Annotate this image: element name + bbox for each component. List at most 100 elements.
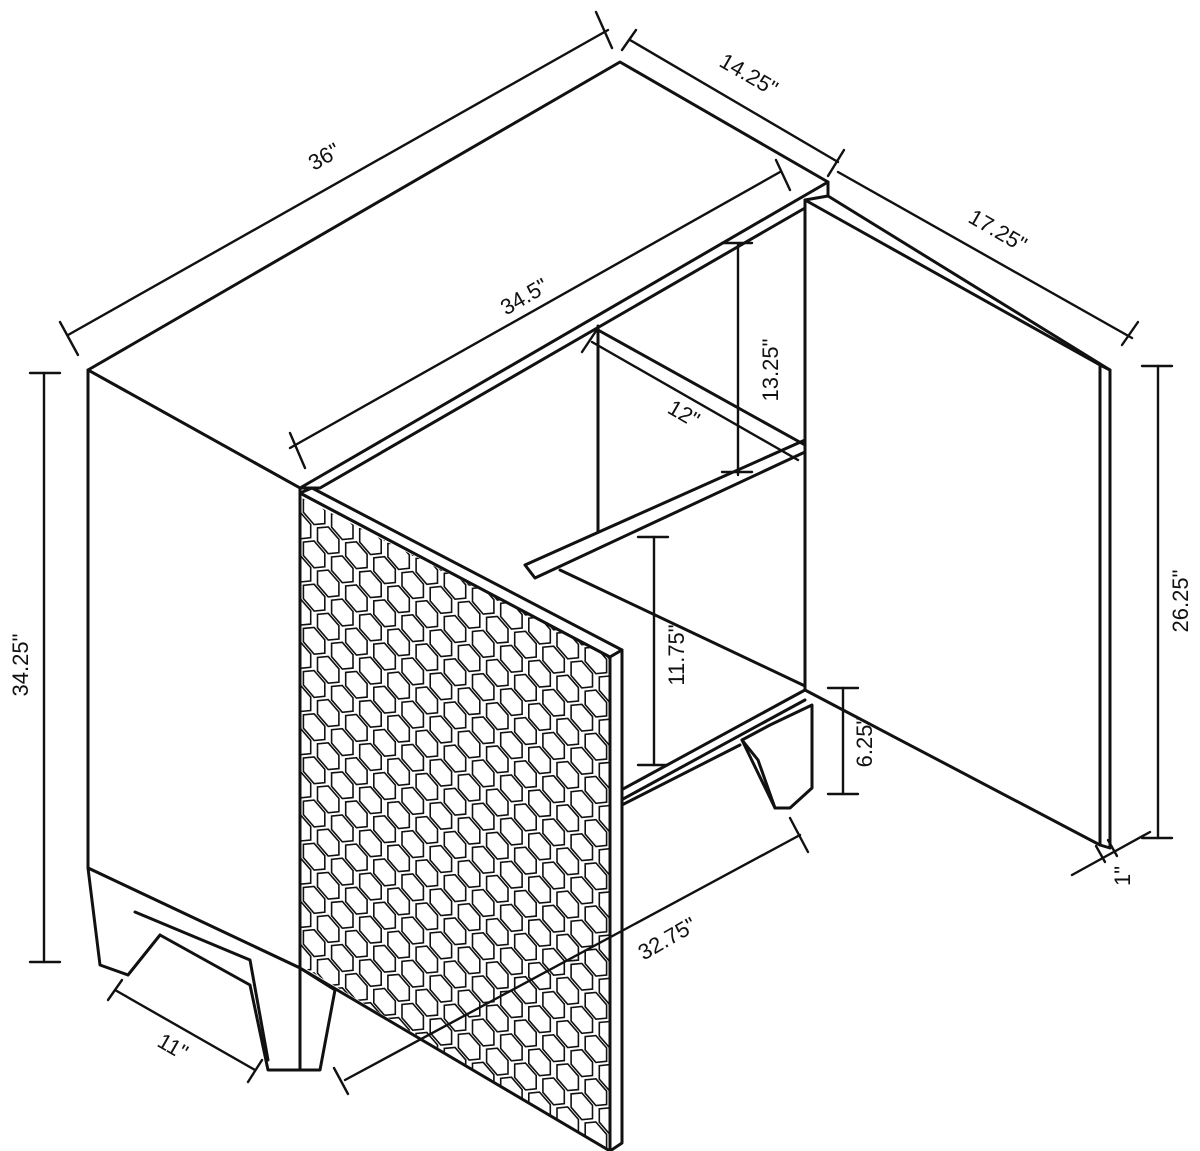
- dim-leg-span-tick-right: [788, 816, 810, 854]
- honeycomb-cell: [628, 691, 649, 718]
- honeycomb-cell: [429, 715, 453, 744]
- honeycomb-cell: [556, 890, 580, 919]
- honeycomb-cell: [584, 905, 608, 934]
- dim-door-thickness-line: [1070, 830, 1152, 877]
- honeycomb-cell: [598, 675, 610, 704]
- honeycomb-cell: [372, 987, 397, 1017]
- honeycomb-cell: [598, 847, 610, 877]
- honeycomb-cell: [316, 612, 340, 641]
- honeycomb-cell: [443, 873, 467, 903]
- honeycomb-cell: [300, 683, 312, 713]
- honeycomb-cell: [429, 672, 453, 701]
- honeycomb-cell: [598, 761, 610, 790]
- honeycomb-cell: [570, 919, 594, 948]
- honeycomb-cell: [401, 829, 425, 859]
- dim-leg-depth-tick-right: [246, 1058, 264, 1084]
- dim-leg-depth-tick-left: [106, 978, 124, 1002]
- honeycomb-cell: [570, 746, 594, 776]
- honeycomb-cell: [556, 803, 580, 833]
- honeycomb-cell: [527, 832, 552, 861]
- label-upper-shelf-height: 13.25": [758, 339, 783, 402]
- honeycomb-cell: [499, 903, 523, 933]
- honeycomb-cell: [584, 1034, 608, 1064]
- honeycomb-cell: [415, 599, 439, 629]
- honeycomb-cell: [372, 599, 397, 628]
- honeycomb-cell: [401, 959, 425, 988]
- honeycomb-cell: [471, 1018, 495, 1047]
- honeycomb-cell: [415, 902, 439, 931]
- honeycomb-cell: [429, 844, 453, 874]
- honeycomb-cell: [513, 1062, 538, 1091]
- honeycomb-cell: [628, 1123, 649, 1150]
- honeycomb-cell: [387, 714, 411, 743]
- honeycomb-cell: [344, 756, 368, 786]
- honeycomb-cell: [316, 526, 340, 555]
- honeycomb-cell: [344, 800, 368, 829]
- honeycomb-cell: [344, 627, 368, 656]
- honeycomb-cell: [527, 961, 552, 991]
- honeycomb-cell: [387, 757, 411, 787]
- honeycomb-cell: [628, 1080, 649, 1107]
- honeycomb-cell: [471, 888, 495, 918]
- honeycomb-cell: [542, 731, 566, 761]
- honeycomb-cell: [300, 899, 312, 929]
- dimension-labels: 36" 14.25" 17.25" 34.5" 13.25" 12" 34.25…: [8, 48, 1193, 1065]
- honeycomb-cell: [513, 673, 538, 703]
- honeycomb-cell: [457, 946, 481, 975]
- honeycomb-cell: [527, 789, 552, 818]
- honeycomb-cell: [542, 688, 566, 717]
- honeycomb-cell: [471, 629, 495, 659]
- honeycomb-cell: [429, 887, 453, 917]
- honeycomb-cell: [443, 787, 467, 816]
- honeycomb-cell: [443, 960, 467, 989]
- dim-top-width-line: [66, 28, 610, 337]
- upper-shelf-back-edge: [596, 328, 807, 447]
- honeycomb-cell: [527, 1048, 552, 1077]
- honeycomb-cell: [372, 685, 397, 714]
- honeycomb-cell: [556, 847, 580, 876]
- dim-door-thickness-tick-b: [1106, 838, 1119, 858]
- dim-leg-depth-line: [113, 988, 257, 1072]
- honeycomb-cell: [584, 775, 608, 805]
- honeycomb-cell: [330, 943, 354, 973]
- honeycomb-cell: [457, 643, 481, 673]
- honeycomb-cell: [443, 614, 467, 644]
- honeycomb-cell: [302, 756, 326, 785]
- label-leg-height: 6.25": [852, 717, 877, 768]
- honeycomb-cell: [485, 1047, 509, 1076]
- honeycomb-cell: [415, 772, 439, 802]
- honeycomb-cell: [302, 799, 326, 828]
- honeycomb-cell: [499, 1033, 523, 1062]
- honeycomb-cell: [316, 828, 340, 857]
- honeycomb-cell: [415, 556, 439, 586]
- dim-top-depth-tick-right: [826, 148, 846, 178]
- honeycomb-cell: [330, 641, 354, 670]
- honeycomb-cell: [415, 643, 439, 672]
- honeycomb-cell: [471, 672, 495, 702]
- honeycomb-cell: [556, 631, 580, 660]
- honeycomb-cell: [302, 669, 326, 699]
- honeycomb-cell: [330, 684, 354, 714]
- honeycomb-cell: [457, 600, 481, 630]
- honeycomb-cell: [598, 1020, 610, 1050]
- honeycomb-cell: [358, 872, 383, 901]
- honeycomb-cell: [584, 689, 608, 718]
- honeycomb-cell: [330, 900, 354, 930]
- honeycomb-cell: [401, 786, 425, 816]
- honeycomb-cell: [358, 570, 383, 599]
- label-overall-height: 34.25": [8, 634, 33, 697]
- honeycomb-cell: [499, 687, 523, 717]
- honeycomb-cell: [316, 655, 340, 685]
- honeycomb-cell: [513, 630, 538, 659]
- honeycomb-cell: [387, 930, 411, 959]
- front-left-leg-inner: [126, 910, 270, 1062]
- honeycomb-cell: [358, 613, 383, 642]
- honeycomb-cell: [570, 1005, 594, 1035]
- back-right-leg: [740, 703, 814, 810]
- honeycomb-cell: [330, 727, 354, 757]
- honeycomb-cell: [542, 861, 566, 890]
- honeycomb-cell: [598, 804, 610, 834]
- honeycomb-cell: [372, 728, 397, 758]
- honeycomb-cell: [471, 931, 495, 961]
